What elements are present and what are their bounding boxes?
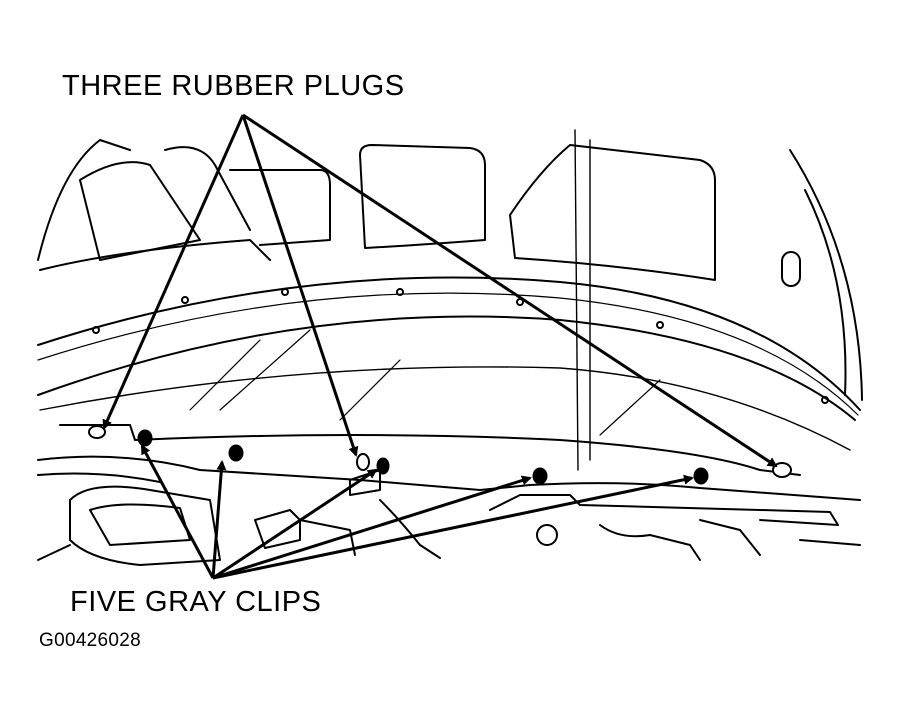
- oval-slot: [781, 251, 801, 287]
- engine-bay-bolt: [536, 524, 558, 546]
- gray-clip-leaders: [140, 444, 694, 580]
- hood-right-edge: [789, 149, 863, 401]
- hood-curve-mid: [37, 292, 859, 416]
- lower-bracket: [489, 494, 839, 526]
- top-pocket-right: [509, 144, 716, 281]
- gray-clip-3: [376, 457, 390, 475]
- hood-right-edge-inner: [804, 189, 847, 396]
- cowl-line-2: [37, 472, 161, 483]
- engine-bay-left: [69, 485, 221, 566]
- rubber-plugs-label: THREE RUBBER PLUGS: [62, 70, 405, 102]
- left-panel-2: [79, 161, 201, 261]
- figure-code: G00426028: [39, 630, 142, 651]
- top-pocket-center: [359, 144, 486, 249]
- gray-clip-1: [137, 429, 153, 447]
- engine-bay-block: [254, 509, 301, 549]
- panel-top-edge: [39, 366, 851, 451]
- left-panel-3: [164, 146, 251, 231]
- gray-clip-4: [532, 467, 548, 485]
- left-panel-4: [39, 239, 271, 271]
- rubber-plug-leaders: [102, 113, 778, 468]
- gray-clip-5: [693, 467, 709, 485]
- panel-lower-edge: [59, 424, 801, 476]
- gray-clips-label: FIVE GRAY CLIPS: [70, 586, 322, 618]
- pocket-right-outline-2: [574, 129, 579, 471]
- hood-curve-inner: [37, 315, 856, 421]
- left-panel-1: [37, 139, 131, 261]
- rubber-plug-left: [88, 425, 106, 439]
- left-panel-5: [229, 169, 331, 246]
- gray-clip-2: [228, 444, 244, 462]
- rubber-plug-center: [356, 453, 370, 471]
- hood-curve-outer: [37, 276, 861, 411]
